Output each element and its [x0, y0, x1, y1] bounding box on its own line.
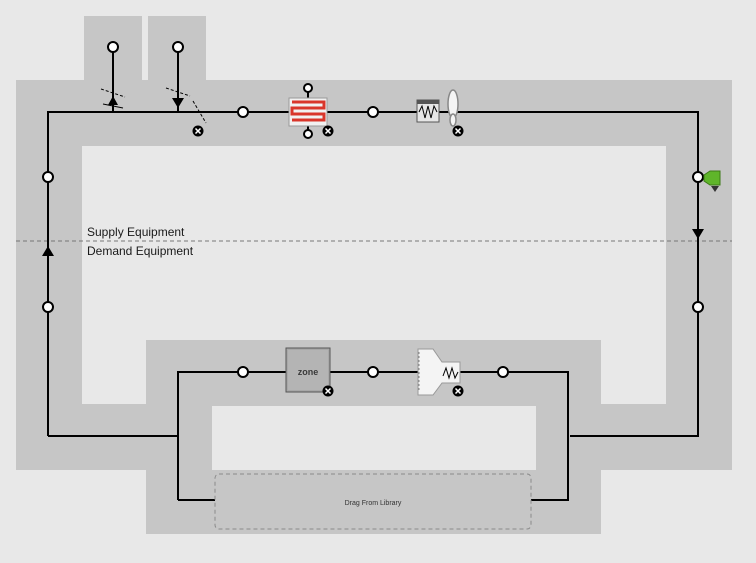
node-icon[interactable]	[692, 171, 704, 183]
heating-coil-icon[interactable]	[288, 83, 328, 139]
humidifier-icon[interactable]	[416, 99, 440, 123]
remove-icon[interactable]	[322, 125, 334, 137]
drag-from-library-dropzone[interactable]	[214, 473, 532, 530]
relief-air-node-icon[interactable]	[172, 41, 184, 53]
node-icon[interactable]	[367, 366, 379, 378]
drop-zone-label: Drag From Library	[345, 500, 402, 507]
remove-icon[interactable]	[452, 125, 464, 137]
node-icon[interactable]	[237, 106, 249, 118]
demand-equipment-label: Demand Equipment	[87, 244, 194, 258]
node-icon[interactable]	[237, 366, 249, 378]
zone-label: zone	[298, 367, 319, 377]
supply-equipment-label: Supply Equipment	[87, 225, 185, 239]
thermal-zone-icon[interactable]	[285, 347, 331, 393]
node-icon[interactable]	[42, 171, 54, 183]
setpoint-manager-icon[interactable]	[703, 170, 721, 192]
node-icon[interactable]	[42, 301, 54, 313]
air-terminal-reheat-icon[interactable]	[417, 348, 461, 396]
flow-arrows	[42, 96, 704, 256]
remove-icon[interactable]	[192, 125, 204, 137]
remove-icon[interactable]	[452, 385, 464, 397]
relief-air-damper-icon[interactable]	[165, 87, 207, 124]
node-icon[interactable]	[367, 106, 379, 118]
remove-icon[interactable]	[322, 385, 334, 397]
outdoor-air-damper-icon[interactable]	[100, 88, 126, 109]
loop-interior	[82, 146, 666, 470]
fan-icon[interactable]	[447, 89, 459, 127]
node-icon[interactable]	[692, 301, 704, 313]
node-icon[interactable]	[497, 366, 509, 378]
outdoor-air-node-icon[interactable]	[107, 41, 119, 53]
